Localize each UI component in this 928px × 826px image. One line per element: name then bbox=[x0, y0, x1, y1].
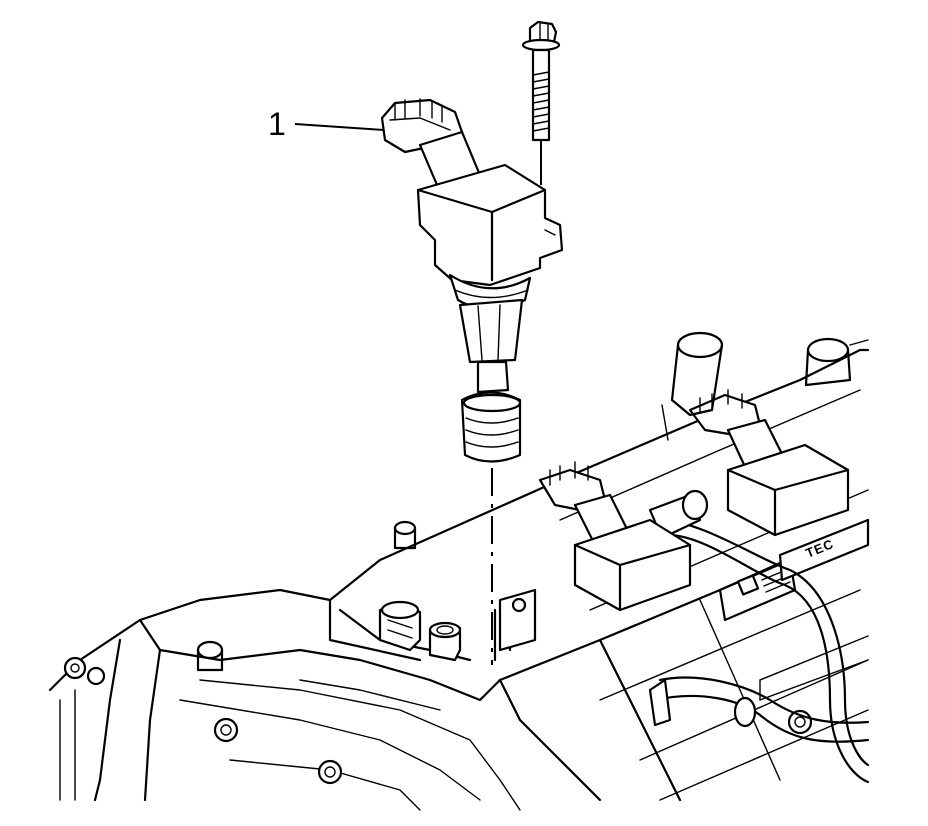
cam-sensor-fitting bbox=[378, 600, 422, 652]
engine-badge-plate bbox=[718, 558, 797, 622]
coolant-outlet-right bbox=[804, 337, 869, 387]
manifold-bolt-left-3 bbox=[213, 717, 239, 743]
manifold-bolt-left-4 bbox=[317, 759, 343, 785]
callout-leader-line bbox=[294, 123, 385, 131]
coolant-outlet-left bbox=[661, 331, 724, 441]
manifold-bolt-left-1 bbox=[63, 656, 87, 680]
callout-1: 1 bbox=[268, 106, 385, 142]
ignition-coil bbox=[380, 98, 564, 463]
coil-bolt bbox=[521, 20, 561, 142]
manifold-stud-front bbox=[196, 640, 224, 672]
manifold-bolt-left-2 bbox=[86, 666, 106, 686]
cam-plug-fitting bbox=[428, 621, 462, 662]
rear-stud bbox=[393, 520, 417, 550]
engine-cam-cover: TEC bbox=[48, 348, 870, 811]
spark-plug-tube bbox=[493, 588, 537, 662]
callout-number: 1 bbox=[268, 106, 286, 142]
installed-ignition-coil-3 bbox=[688, 389, 850, 537]
installed-ignition-coil-2 bbox=[538, 461, 692, 612]
